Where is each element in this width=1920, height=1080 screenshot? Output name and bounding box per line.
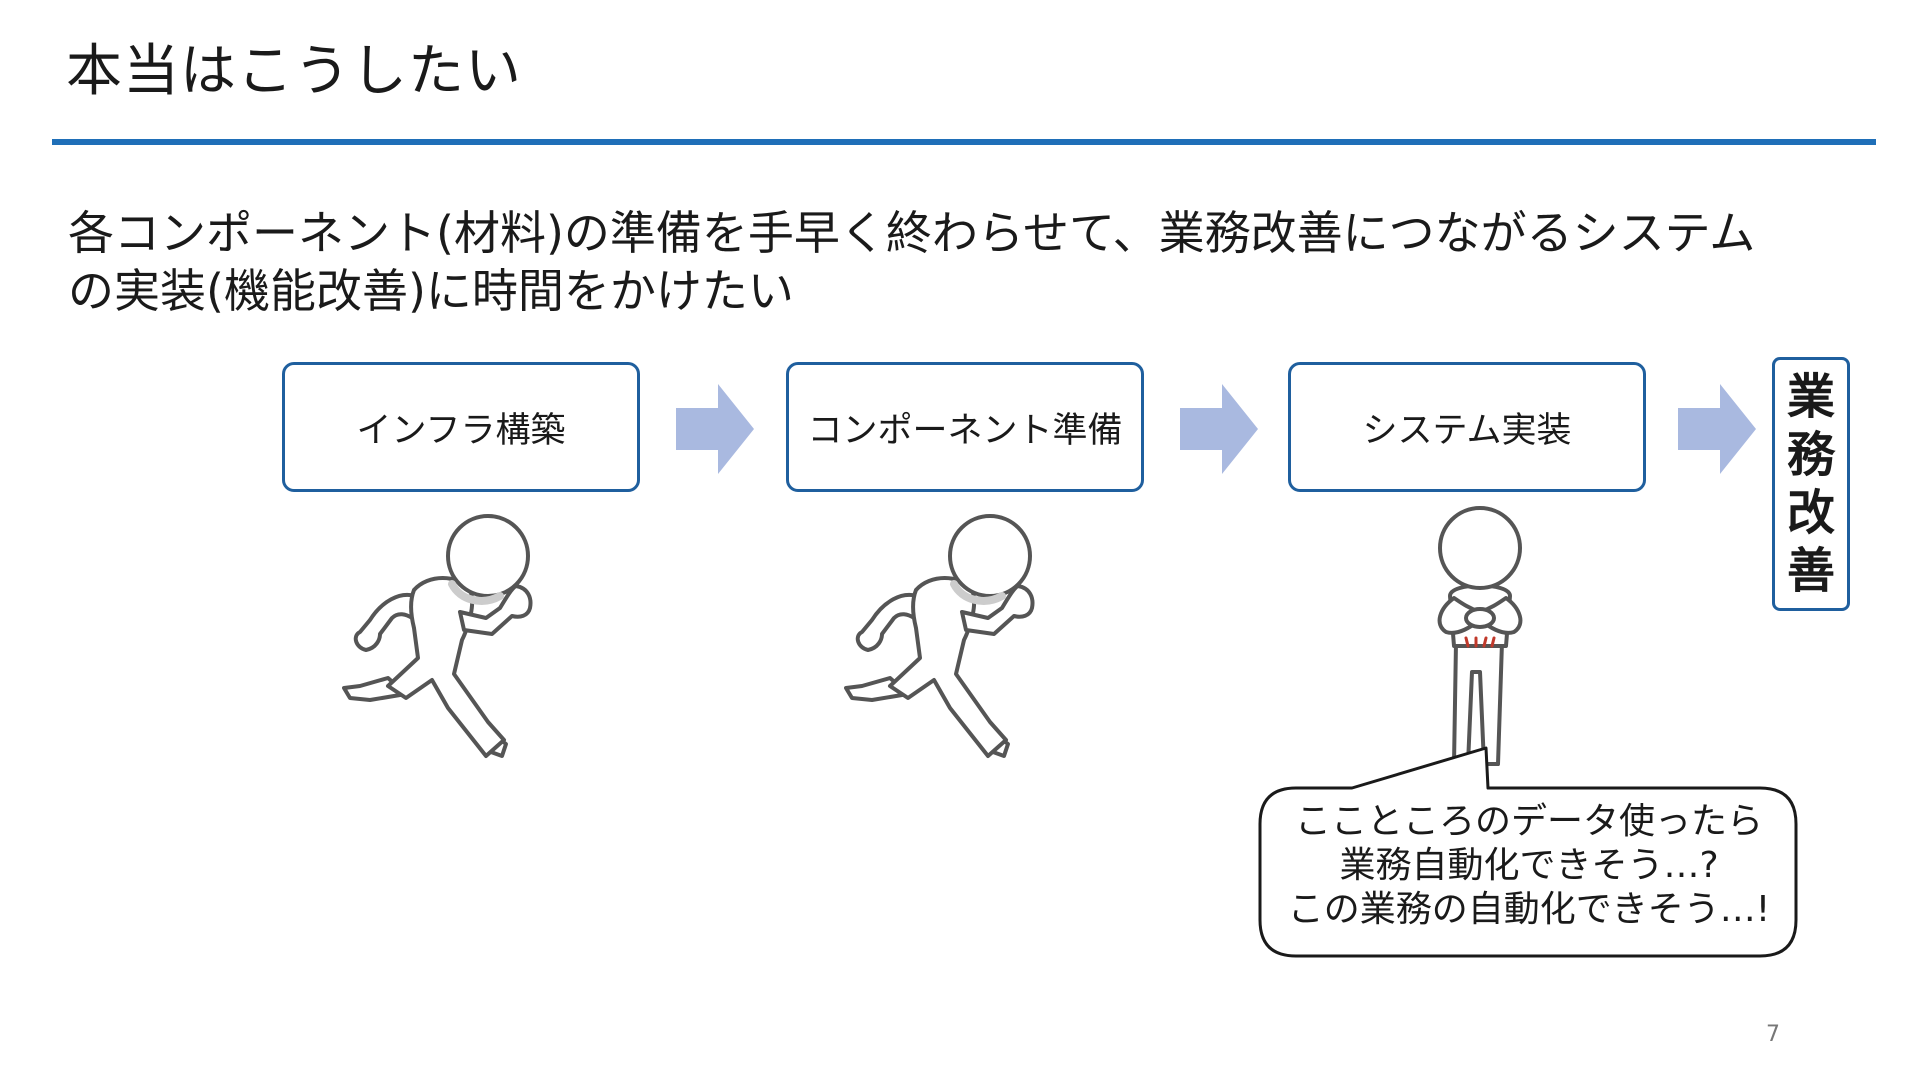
lead-line-2: の実装(機能改善)に時間をかけたい <box>68 264 794 318</box>
slide-title: 本当はこうしたい <box>66 39 522 104</box>
right-arrow-icon <box>1180 384 1258 474</box>
thinking-person-icon <box>1437 506 1523 766</box>
goal-char: 務 <box>1786 427 1835 483</box>
speech-bubble-text: ここところのデータ使ったら 業務自動化できそう…? この業務の自動化できそう…! <box>1264 800 1794 932</box>
step-system-impl: システム実装 <box>1288 362 1646 492</box>
goal-char: 業 <box>1786 369 1835 425</box>
title-divider <box>52 139 1876 145</box>
goal-box: 業 務 改 善 <box>1772 357 1850 611</box>
page-number: 7 <box>1766 1022 1780 1047</box>
goal-char: 善 <box>1786 543 1835 599</box>
bubble-line: 業務自動化できそう…? <box>1339 845 1719 886</box>
lead-line-1: 各コンポーネント(材料)の準備を手早く終わらせて、業務改善につながるシステム <box>68 206 1756 260</box>
right-arrow-icon <box>676 384 754 474</box>
goal-char: 改 <box>1786 485 1835 541</box>
running-person-icon <box>844 514 1035 758</box>
bubble-line: この業務の自動化できそう…! <box>1287 889 1771 930</box>
step-infra-build: インフラ構築 <box>282 362 640 492</box>
speech-bubble <box>1258 746 1798 958</box>
bubble-line: ここところのデータ使ったら <box>1294 801 1763 842</box>
step-component-prep: コンポーネント準備 <box>786 362 1144 492</box>
right-arrow-icon <box>1678 384 1756 474</box>
lead-text: 各コンポーネント(材料)の準備を手早く終わらせて、業務改善につながるシステム の… <box>68 204 1868 320</box>
running-person-icon <box>342 514 533 758</box>
